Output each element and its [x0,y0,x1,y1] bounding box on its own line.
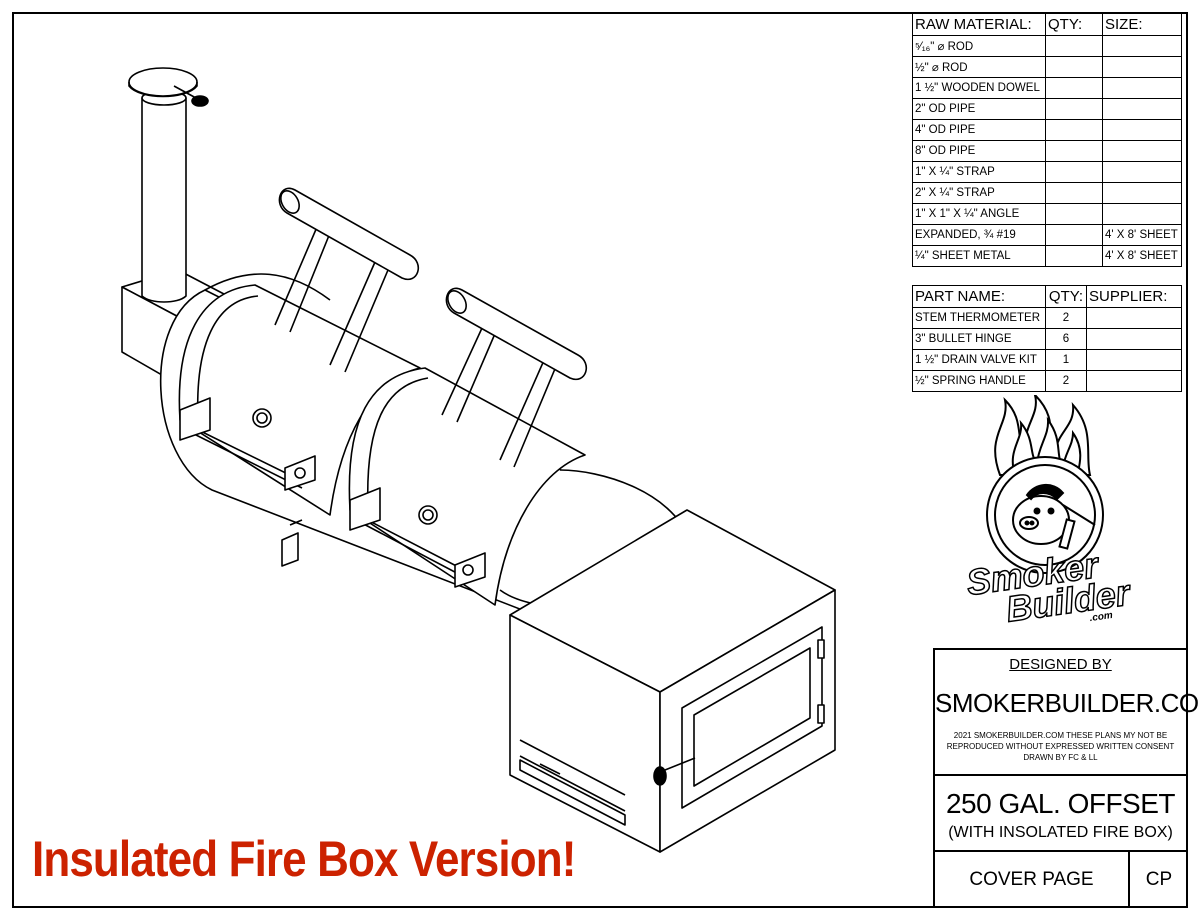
material-name: 2" X ¼" STRAP [912,182,1046,204]
material-name: 4" OD PIPE [912,119,1046,141]
title-block-divider [1128,850,1130,908]
material-size [1102,56,1182,78]
chimney-stack [128,67,209,303]
title-block-divider [935,774,1186,776]
material-size [1102,182,1182,204]
supplier-col-header: SUPPLIER: [1086,285,1182,308]
material-size [1102,77,1182,99]
part-name: STEM THERMOMETER [912,307,1046,329]
part-supplier [1086,328,1182,350]
logo-wordmark: Smoker Builder .com [960,543,1150,630]
material-size [1102,35,1182,57]
drawing-title: 250 GAL. OFFSET [945,788,1176,819]
raw-material-col-header: RAW MATERIAL: [912,13,1046,36]
part-qty-col-header: QTY: [1045,285,1087,308]
qty-col-header: QTY: [1045,13,1103,36]
material-name: ⁵⁄₁₆" ⌀ ROD [912,35,1046,57]
page-code: CP [1145,869,1173,890]
material-qty [1045,98,1103,120]
material-name: 1 ½" WOODEN DOWEL [912,77,1046,99]
firebox [509,509,836,853]
table-row: 2" X ¼" STRAP [912,182,1182,204]
door-handle-left [274,187,420,373]
material-size [1102,203,1182,225]
raw-material-table: RAW MATERIAL: QTY: SIZE: ⁵⁄₁₆" ⌀ ROD ½" … [912,13,1182,267]
cook-chamber-door-left [178,284,421,516]
parts-table: PART NAME: QTY: SUPPLIER: STEM THERMOMET… [912,285,1182,392]
table-row: ⁵⁄₁₆" ⌀ ROD [912,35,1182,57]
parts-header: PART NAME: QTY: SUPPLIER: [912,285,1182,308]
table-row: ¼" SHEET METAL 4' X 8' SHEET [912,245,1182,267]
legal-line: 2021 SMOKERBUILDER.COM THESE PLANS MY NO… [953,731,1168,740]
part-qty: 1 [1045,349,1087,371]
material-qty [1045,224,1103,246]
material-name: ½" ⌀ ROD [912,56,1046,78]
part-qty: 2 [1045,307,1087,329]
material-name: 2" OD PIPE [912,98,1046,120]
material-size: 4' X 8' SHEET [1102,224,1182,246]
material-qty [1045,140,1103,162]
material-qty [1045,35,1103,57]
table-row: EXPANDED, ¾ #19 4' X 8' SHEET [912,224,1182,246]
material-name: 1" X 1" X ¼" ANGLE [912,203,1046,225]
designed-by-label: DESIGNED BY [1009,656,1112,673]
company-name: SMOKERBUILDER.COM [935,688,1200,718]
material-size [1102,161,1182,183]
legal-notice: 2021 SMOKERBUILDER.COM THESE PLANS MY NO… [935,730,1186,763]
material-size [1102,140,1182,162]
size-col-header: SIZE: [1102,13,1182,36]
material-qty [1045,77,1103,99]
material-qty [1045,245,1103,267]
part-name: 3" BULLET HINGE [912,328,1046,350]
drawing-sheet-border [12,12,1188,908]
title-block: DESIGNED BY SMOKERBUILDER.COM 2021 SMOKE… [933,648,1200,908]
material-qty [1045,161,1103,183]
drain-valve [281,519,303,567]
table-row: 1" X ¼" STRAP [912,161,1182,183]
material-qty [1045,182,1103,204]
material-name: ¼" SHEET METAL [912,245,1046,267]
smokerbuilder-logo [986,395,1104,574]
material-size: 4' X 8' SHEET [1102,245,1182,267]
table-row: 4" OD PIPE [912,119,1182,141]
table-row: 1" X 1" X ¼" ANGLE [912,203,1182,225]
smoker-illustration [121,67,836,853]
raw-material-header: RAW MATERIAL: QTY: SIZE: [912,13,1182,36]
material-name: 1" X ¼" STRAP [912,161,1046,183]
table-row: ½" ⌀ ROD [912,56,1182,78]
material-name: 8" OD PIPE [912,140,1046,162]
part-supplier [1086,349,1182,371]
version-banner: Insulated Fire Box Version! [32,831,576,887]
part-supplier [1086,370,1182,392]
table-row: 1 ½" WOODEN DOWEL [912,77,1182,99]
page-name: COVER PAGE [969,869,1094,890]
table-row: 2" OD PIPE [912,98,1182,120]
drawing-subtitle: (WITH INSOLATED FIRE BOX) [948,824,1173,841]
door-handle-right [441,287,588,468]
legal-line: DRAWN BY FC & LL [1023,753,1098,762]
material-qty [1045,119,1103,141]
part-name-col-header: PART NAME: [912,285,1046,308]
cook-chamber-door-right [348,367,586,606]
material-name: EXPANDED, ¾ #19 [912,224,1046,246]
part-qty: 2 [1045,370,1087,392]
part-supplier [1086,307,1182,329]
material-qty [1045,56,1103,78]
material-size [1102,119,1182,141]
material-size [1102,98,1182,120]
legal-line: REPRODUCED WITHOUT EXPRESSED WRITTEN CON… [946,742,1175,751]
part-name: ½" SPRING HANDLE [912,370,1046,392]
material-qty [1045,203,1103,225]
table-row: 8" OD PIPE [912,140,1182,162]
part-name: 1 ½" DRAIN VALVE KIT [912,349,1046,371]
title-block-divider [935,850,1186,852]
part-qty: 6 [1045,328,1087,350]
